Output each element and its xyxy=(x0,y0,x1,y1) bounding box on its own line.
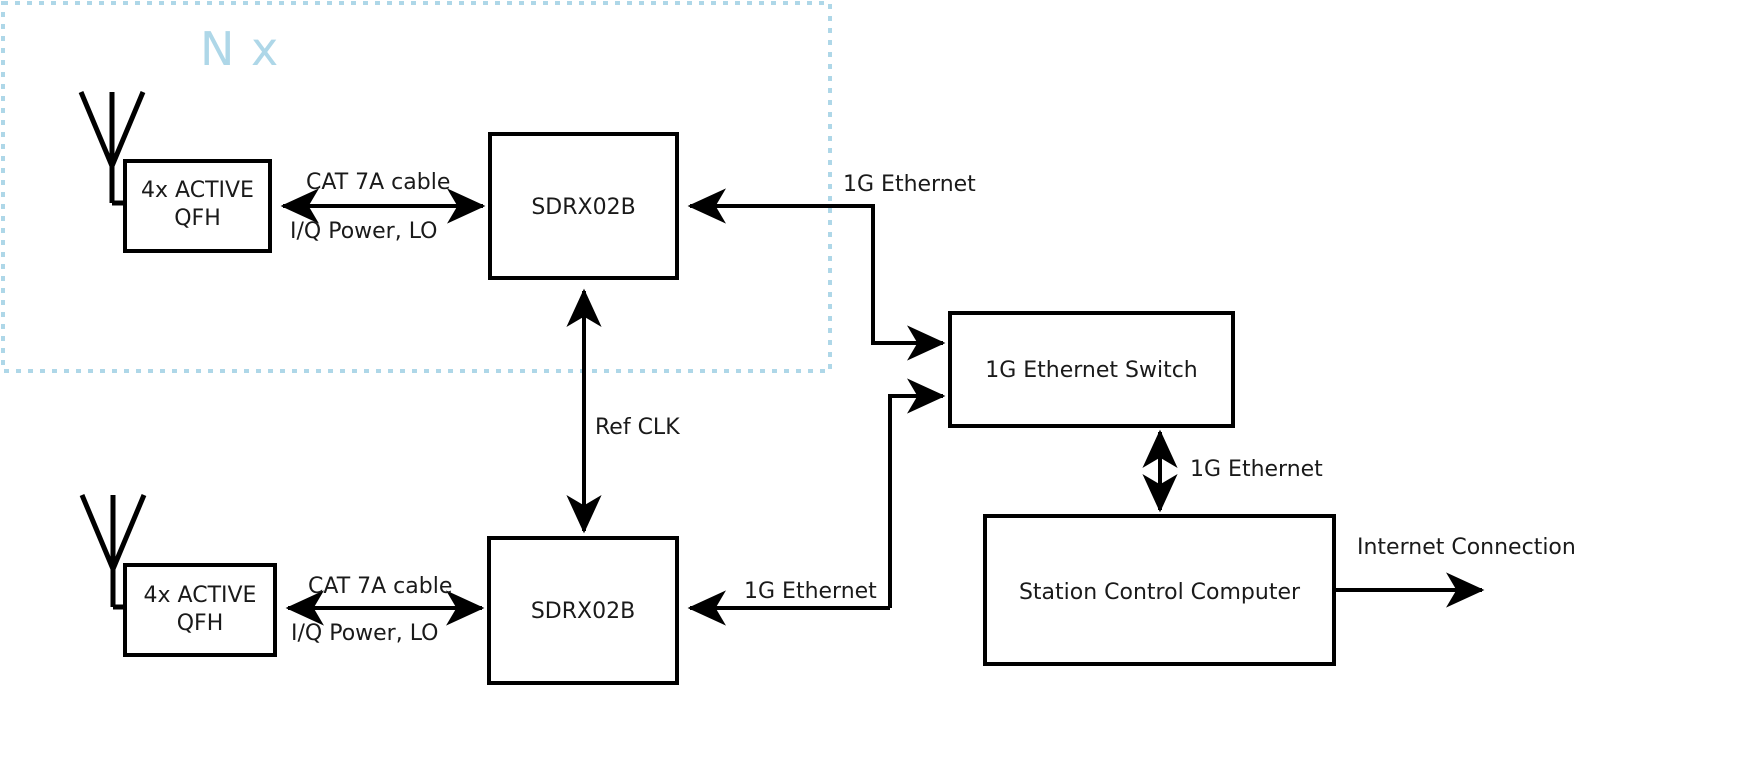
block-station-control-computer[interactable] xyxy=(983,514,1336,666)
block-station-control-computer-label: Station Control Computer xyxy=(985,579,1334,607)
block-sdr-top[interactable] xyxy=(488,132,679,280)
edge-label-iq-top: I/Q Power, LO xyxy=(290,219,438,244)
block-sdr-top-line1: SDRX02B xyxy=(531,195,636,220)
edge-label-eth-switch-computer: 1G Ethernet xyxy=(1190,457,1323,482)
group-title-nx: N x xyxy=(200,22,280,76)
edge-label-iq-bottom: I/Q Power, LO xyxy=(291,621,439,646)
block-ethernet-switch-label: 1G Ethernet Switch xyxy=(950,357,1233,385)
block-station-control-computer-line1: Station Control Computer xyxy=(1018,580,1301,605)
edge-label-cat7-bottom: CAT 7A cable xyxy=(308,574,453,599)
edge-label-eth-top: 1G Ethernet xyxy=(843,172,976,197)
block-sdr-bottom-label: SDRX02B xyxy=(489,598,677,626)
edge-label-cat7-top: CAT 7A cable xyxy=(306,170,451,195)
edge-label-internet-connection: Internet Connection xyxy=(1357,535,1576,560)
block-sdr-bottom[interactable] xyxy=(487,536,679,685)
block-sdr-bottom-line1: SDRX02B xyxy=(530,599,636,624)
block-ethernet-switch[interactable] xyxy=(948,311,1235,428)
block-qfh-top-label: 4x ACTIVE QFH xyxy=(125,177,270,232)
edge-label-ref-clk: Ref CLK xyxy=(595,415,680,440)
block-ethernet-switch-line1: 1G Ethernet Switch xyxy=(985,358,1198,383)
group-boundary-nx xyxy=(1,1,832,373)
block-qfh-bottom[interactable] xyxy=(123,563,277,657)
block-qfh-top-line1: 4x ACTIVE xyxy=(141,178,254,203)
wire-eth-sdr-top-to-switch xyxy=(871,206,946,361)
edge-label-eth-bottom: 1G Ethernet xyxy=(744,579,877,604)
wire-eth-sdr-bottom-to-switch xyxy=(888,378,946,608)
block-qfh-top[interactable] xyxy=(123,159,272,253)
block-qfh-bottom-label: 4x ACTIVE QFH xyxy=(125,582,275,637)
wire-eth-switch-to-sdr-top xyxy=(687,188,943,345)
block-qfh-bottom-line1: 4x ACTIVE xyxy=(143,583,257,608)
block-sdr-top-label: SDRX02B xyxy=(490,194,677,222)
block-qfh-top-line2: QFH xyxy=(174,205,221,231)
block-qfh-bottom-line2: QFH xyxy=(176,610,224,636)
